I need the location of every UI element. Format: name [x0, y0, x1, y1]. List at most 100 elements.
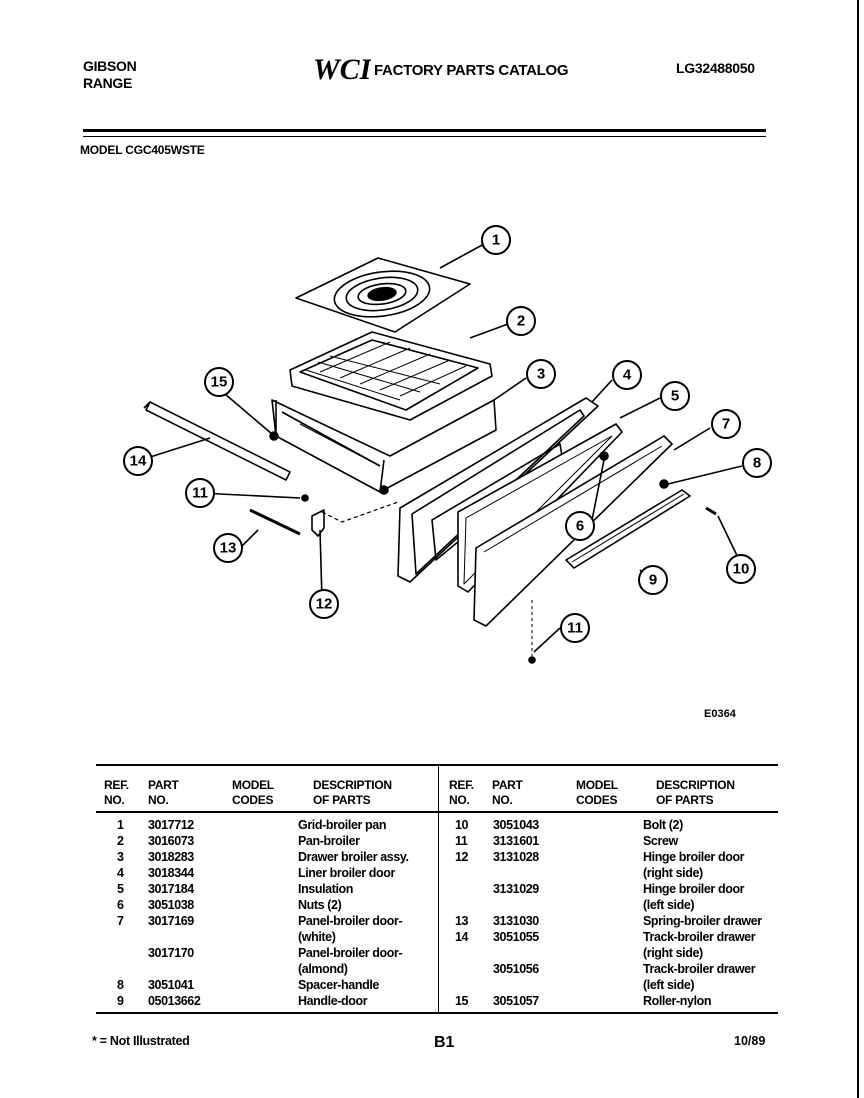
catalog-date: 10/89	[734, 1034, 766, 1048]
header-ref-right: REF.NO.	[449, 778, 474, 807]
table-cell-desc: Spring-broiler drawer	[643, 914, 762, 928]
table-cell-desc: Screw	[643, 834, 678, 848]
page-number: B1	[434, 1034, 455, 1051]
table-cell-part: 3131030	[493, 914, 539, 928]
callout-10: 10	[726, 554, 756, 584]
callout-14: 14	[123, 446, 153, 476]
table-cell-desc: Track-broiler drawer	[643, 930, 756, 944]
table-cell-ref: 7	[117, 914, 124, 928]
table-cell-ref: 11	[455, 834, 468, 848]
table-cell-desc: Nuts (2)	[298, 898, 342, 912]
svg-text:7: 7	[722, 416, 730, 433]
table-cell-ref: 9	[117, 994, 124, 1008]
svg-text:10: 10	[733, 561, 750, 578]
table-cell-part: 05013662	[148, 994, 201, 1008]
svg-text:2: 2	[517, 313, 525, 330]
table-bottom-rule	[96, 1012, 778, 1014]
page-edge-right	[857, 0, 859, 1098]
wci-logo: WCI	[311, 53, 373, 86]
table-cell-desc: Insulation	[298, 882, 354, 896]
table-cell-desc: Hinge broiler door	[643, 850, 745, 864]
callout-2: 2	[506, 306, 536, 336]
table-cell-ref: 1	[117, 818, 124, 832]
callout-5: 5	[660, 381, 690, 411]
table-cell-part: 3018344	[148, 866, 194, 880]
svg-text:13: 13	[220, 540, 237, 557]
table-cell-ref: 13	[455, 914, 469, 928]
callout-3: 3	[526, 359, 556, 389]
table-cell-part: 3017169	[148, 914, 194, 928]
table-cell-desc: Panel-broiler door-	[298, 914, 403, 928]
table-cell-ref: 10	[455, 818, 469, 832]
table-cell-part: 3051043	[493, 818, 539, 832]
svg-text:4: 4	[623, 367, 632, 384]
callout-1: 1	[481, 225, 511, 255]
catalog-title: FACTORY PARTS CATALOG	[374, 62, 569, 79]
table-cell-desc: Drawer broiler assy.	[298, 850, 409, 864]
svg-text:6: 6	[576, 518, 584, 535]
table-cell-part: 3131028	[493, 850, 539, 864]
table-cell-part: 3051056	[493, 962, 539, 976]
table-cell-desc: Pan-broiler	[298, 834, 360, 848]
svg-text:12: 12	[316, 596, 333, 613]
svg-text:11: 11	[192, 485, 208, 502]
callout-4: 4	[612, 360, 642, 390]
table-cell-ref: 4	[117, 866, 124, 880]
svg-text:11: 11	[567, 620, 583, 637]
table-cell-desc: Roller-nylon	[643, 994, 712, 1008]
svg-text:3: 3	[537, 366, 545, 383]
callout-9: 9	[638, 565, 668, 595]
svg-text:5: 5	[671, 388, 679, 405]
track-broiler-drawer	[145, 401, 291, 481]
table-cell-ref: 2	[117, 834, 124, 848]
header-rule-thin	[83, 136, 766, 137]
product-type: RANGE	[83, 75, 133, 91]
callout-12: 12	[309, 589, 339, 619]
exploded-parts-diagram: 1 2 3 4 5 6 7 8 9 10 11 11 12 13 14 15	[123, 225, 772, 664]
svg-text:15: 15	[211, 374, 228, 391]
table-cell-part: 3131029	[493, 882, 539, 896]
not-illustrated-note: * = Not Illustrated	[92, 1034, 190, 1048]
header-rule-thick	[83, 129, 766, 132]
table-cell-part: 3051038	[148, 898, 194, 912]
table-cell-desc: Track-broiler drawer	[643, 962, 756, 976]
table-cell-desc: (white)	[298, 930, 336, 944]
table-cell-ref: 8	[117, 978, 124, 992]
table-cell-desc: Handle-door	[298, 994, 368, 1008]
table-cell-part: 3051055	[493, 930, 539, 944]
callout-8: 8	[742, 448, 772, 478]
callout-11-upper: 11	[185, 478, 215, 508]
table-cell-ref: 3	[117, 850, 124, 864]
callout-6: 6	[565, 511, 595, 541]
table-cell-part: 3017184	[148, 882, 194, 896]
header-ref-left: REF.NO.	[104, 778, 129, 807]
table-cell-desc: (left side)	[643, 898, 695, 912]
table-cell-part: 3018283	[148, 850, 194, 864]
model-label: MODEL CGC405WSTE	[80, 143, 205, 157]
table-cell-desc: Spacer-handle	[298, 978, 379, 992]
wci-logo-text: WCI	[313, 55, 371, 83]
table-cell-desc: (right side)	[643, 946, 703, 960]
brand-name: GIBSON	[83, 58, 137, 74]
table-top-rule	[96, 764, 778, 766]
table-cell-part: 3051057	[493, 994, 539, 1008]
svg-text:14: 14	[130, 453, 147, 470]
figure-code: E0364	[704, 708, 736, 720]
table-cell-desc: Bolt (2)	[643, 818, 683, 832]
svg-text:1: 1	[492, 232, 500, 249]
table-cell-desc: Panel-broiler door-	[298, 946, 403, 960]
table-header-rule	[96, 811, 778, 813]
table-cell-part: 3017170	[148, 946, 194, 960]
table-cell-part: 3051041	[148, 978, 194, 992]
table-cell-ref: 14	[455, 930, 469, 944]
svg-text:9: 9	[649, 572, 657, 589]
catalog-number: LG32488050	[676, 60, 755, 76]
callout-11-lower: 11	[560, 613, 590, 643]
svg-text:8: 8	[753, 455, 761, 472]
table-cell-part: 3017712	[148, 818, 194, 832]
table-cell-desc: Hinge broiler door	[643, 882, 745, 896]
callout-15: 15	[204, 367, 234, 397]
